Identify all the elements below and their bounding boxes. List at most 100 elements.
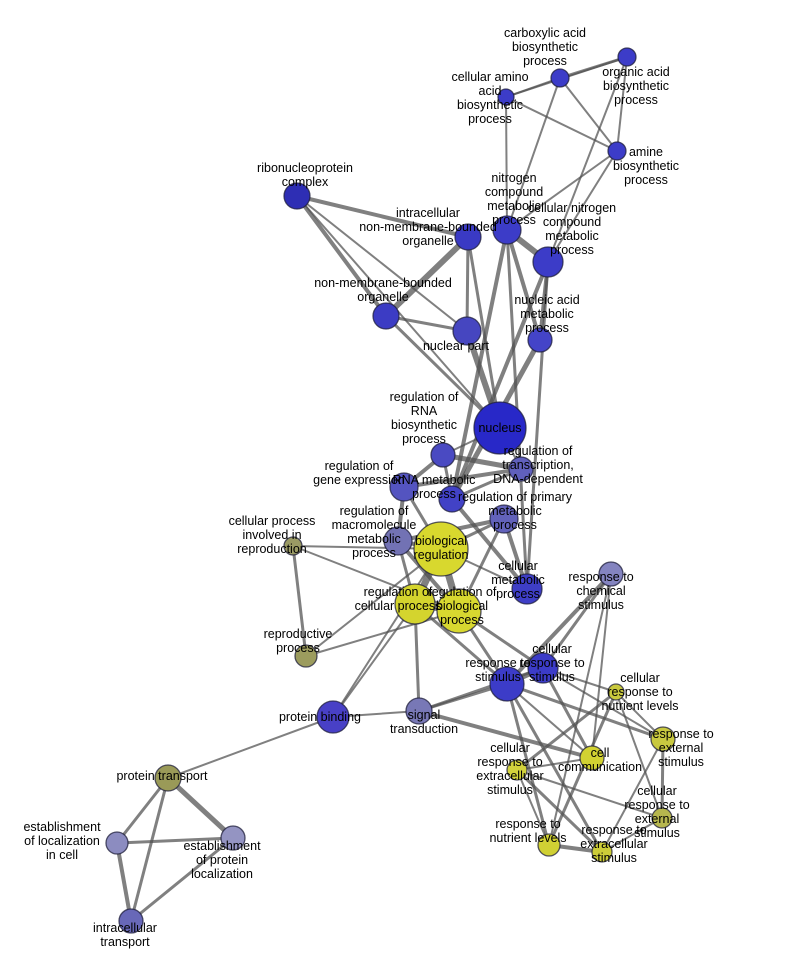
node-crex[interactable]: cellular response to external stimulus <box>651 807 673 829</box>
edge-epl-it <box>129 836 235 923</box>
edge-crs-rcs <box>541 572 613 670</box>
node-epl[interactable]: establishment of protein localization <box>220 825 246 851</box>
node-rs[interactable]: response to stimulus <box>489 666 525 702</box>
edge-rs-rexs <box>505 682 604 854</box>
edge-inmo-np <box>465 235 470 333</box>
edge-pb-pt <box>167 716 334 779</box>
node-crnl[interactable]: cellular response to nutrient levels <box>607 683 625 701</box>
node-rcs[interactable]: response to chemical stimulus <box>598 561 624 587</box>
edge-rs-cc <box>506 683 593 759</box>
node-it[interactable]: intracellular transport <box>118 908 144 934</box>
node-pb[interactable]: protein binding <box>316 700 350 734</box>
node-rbp[interactable]: regulation of biological process <box>436 588 482 634</box>
edge-br-rp <box>305 548 442 657</box>
node-nam[interactable]: nucleic acid metabolic process <box>527 327 553 353</box>
node-rmp[interactable]: RNA metabolic process <box>438 485 466 513</box>
edge-inmo-nmo <box>383 234 471 319</box>
edge-cres2-rnl <box>516 769 550 846</box>
node-rge[interactable]: regulation of gene expression <box>389 472 419 502</box>
edge-caa-ncm <box>505 96 508 231</box>
node-am[interactable]: amine biosynthetic process <box>607 141 627 161</box>
edge-res-rexs <box>601 738 664 853</box>
edge-ca-am <box>559 77 618 152</box>
edge-rtd-rge <box>402 467 523 489</box>
edge-cres2-cc <box>516 757 593 771</box>
node-cres2[interactable]: cellular response to extracellular stimu… <box>506 759 528 781</box>
node-oa[interactable]: organic acid biosynthetic process <box>617 47 637 67</box>
edge-ca-ncm <box>506 77 561 231</box>
node-rpm[interactable]: regulation of primary metabolic process <box>489 504 519 534</box>
edge-rnp-inmo <box>295 194 470 239</box>
edge-rnp-np <box>296 195 468 332</box>
node-ncm[interactable]: nitrogen compound metabolic process <box>492 215 522 245</box>
node-res[interactable]: response to external stimulus <box>650 726 676 752</box>
node-rexs[interactable]: response to extracellular stimulus <box>591 841 613 863</box>
edge-rbp-rp <box>305 610 460 657</box>
edge-rs-res <box>505 682 665 741</box>
node-nmo[interactable]: non-membrane-bounded organelle <box>372 302 400 330</box>
node-rtd[interactable]: regulation of transcription, DNA-depende… <box>508 456 534 482</box>
edge-res-crex <box>660 737 665 820</box>
edge-pt-it <box>129 776 170 923</box>
node-elc[interactable]: establishment of localization in cell <box>105 831 129 855</box>
edge-elc-epl <box>115 836 235 845</box>
edge-cpir-rp <box>291 544 308 658</box>
node-caa[interactable]: cellular amino acid biosynthetic process <box>497 88 515 106</box>
node-br[interactable]: biological regulation <box>413 521 469 577</box>
edge-rs-rnl <box>505 682 551 847</box>
edge-crs-cc <box>541 666 594 760</box>
edge-am-ncm <box>506 150 618 231</box>
edge-rnp-nmo <box>295 194 388 318</box>
edge-cres2-rexs <box>515 768 604 854</box>
edge-rcp-pb <box>332 603 416 718</box>
edge-rs-rcs <box>505 572 613 686</box>
node-np[interactable]: nuclear part <box>452 316 482 346</box>
node-pt[interactable]: protein transport <box>154 764 182 792</box>
edge-crnl-cres2 <box>515 690 618 772</box>
node-cpir[interactable]: cellular process involved in reproductio… <box>283 536 303 556</box>
edge-rcs-rnl <box>548 573 612 846</box>
node-inmo[interactable]: intracellular non-membrane-bounded organ… <box>454 223 482 251</box>
node-crs[interactable]: cellular response to stimulus <box>527 652 559 684</box>
node-rrb[interactable]: regulation of RNA biosynthetic process <box>430 442 456 468</box>
node-cncm[interactable]: cellular nitrogen compound metabolic pro… <box>532 246 564 278</box>
node-rnl[interactable]: response to nutrient levels <box>537 833 561 857</box>
node-rmm[interactable]: regulation of macromolecule metabolic pr… <box>383 526 413 556</box>
edge-elc-it <box>115 841 133 923</box>
node-rnp[interactable]: ribonucleoprotein complex <box>283 182 311 210</box>
edge-pt-elc <box>115 776 170 845</box>
edge-crex-rexs <box>601 817 663 853</box>
edge-pt-epl <box>165 775 236 841</box>
edge-cres2-crex <box>516 769 663 819</box>
edge-rmp-cmp <box>450 497 529 591</box>
node-cc[interactable]: cell communication <box>579 745 605 771</box>
edge-rrb-rtd <box>440 452 524 472</box>
edge-cncm-cmp <box>525 260 550 591</box>
node-ca[interactable]: carboxylic acid biosynthetic process <box>550 68 570 88</box>
node-st[interactable]: signal transduction <box>405 697 433 725</box>
edge-crs-st <box>417 666 545 713</box>
edge-oa-cncm <box>547 56 628 263</box>
edge-st-cc <box>417 709 594 760</box>
edge-inmo-nuc <box>466 235 502 430</box>
node-cmp[interactable]: cellular metabolic process <box>511 573 543 605</box>
edge-ncm-nam <box>505 228 542 342</box>
node-layer: carboxylic acid biosynthetic process orga… <box>105 47 676 934</box>
edge-crnl-crex <box>615 691 663 819</box>
node-rcp[interactable]: regulation of cellular process <box>394 583 436 625</box>
edge-caa-am <box>505 96 618 152</box>
edge-crnl-rnl <box>547 690 618 847</box>
node-nuc[interactable]: nucleus <box>473 401 527 455</box>
node-rp[interactable]: reproductive process <box>294 644 318 668</box>
edge-oa-am <box>616 56 628 152</box>
